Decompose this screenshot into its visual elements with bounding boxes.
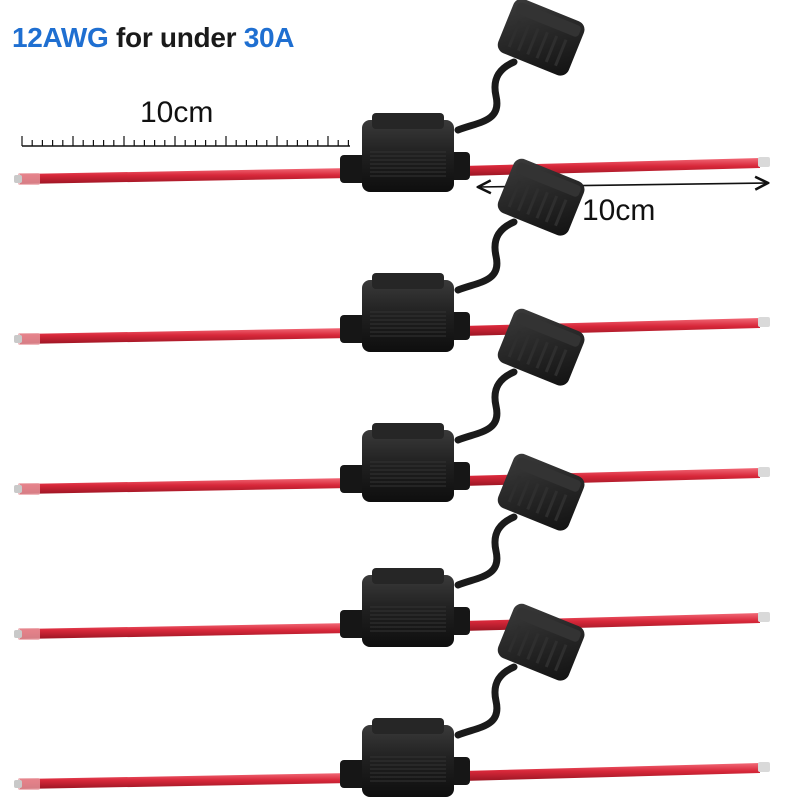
fuse-holder-unit [14, 308, 770, 502]
headline: 12AWG for under 30A [12, 24, 294, 52]
fuse-holder-unit [14, 603, 770, 797]
fuse-holder-unit [14, 158, 770, 352]
fuse-holder-body [340, 423, 470, 502]
left-red-wire [14, 773, 352, 790]
fuse-holder-body [340, 568, 470, 647]
right-length-label: 10cm [582, 194, 656, 227]
right-red-wire [462, 762, 770, 781]
fuse-cover-cap [454, 0, 585, 134]
fuse-holder-unit [14, 0, 770, 192]
left-red-wire [14, 623, 352, 640]
fuse-cover-cap [454, 453, 585, 589]
left-red-wire [14, 478, 352, 495]
headline-amperage: 30A [243, 22, 295, 53]
fuse-cover-cap [454, 308, 585, 444]
headline-wire-gauge: 12AWG [12, 22, 109, 53]
left-red-wire [14, 168, 352, 185]
fuse-holder-body [340, 718, 470, 797]
ruler-scale [21, 136, 350, 147]
fuse-holder-body [340, 273, 470, 352]
left-red-wire [14, 328, 352, 345]
left-length-label: 10cm [140, 96, 214, 129]
fuse-cover-cap [454, 603, 585, 739]
right-red-wire [462, 157, 770, 176]
headline-middle-text: for under [108, 22, 244, 53]
fuse-holder-body [340, 113, 470, 192]
fuse-holder-unit [14, 453, 770, 647]
fuse-cover-cap [454, 158, 585, 294]
